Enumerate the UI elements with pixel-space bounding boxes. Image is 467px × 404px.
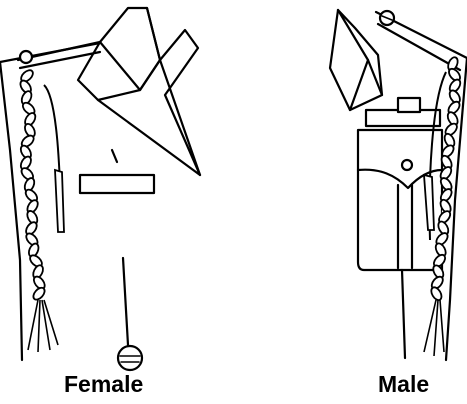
male-collar bbox=[338, 10, 382, 110]
male-aiguillette bbox=[424, 56, 462, 356]
female-pocket-dart bbox=[112, 150, 117, 162]
female-lapel-inner bbox=[78, 42, 100, 100]
female-aiguillette-tassel bbox=[28, 300, 58, 352]
female-center-line bbox=[123, 258, 128, 345]
female-lapel bbox=[98, 8, 200, 175]
female-sleeve bbox=[0, 62, 22, 360]
female-front-seam bbox=[160, 60, 200, 175]
female-nameplate bbox=[80, 175, 154, 193]
male-front-line bbox=[402, 270, 405, 358]
male-aiguillette-tassel bbox=[424, 300, 444, 356]
female-epaulet-button bbox=[20, 51, 32, 63]
male-braid-link bbox=[429, 286, 443, 302]
female-label: Female bbox=[64, 370, 143, 398]
male-pocket-flap-button-tab bbox=[398, 98, 420, 112]
male-label: Male bbox=[378, 370, 429, 398]
female-aiguillette-tip bbox=[55, 170, 64, 232]
female-braid-link bbox=[31, 286, 47, 302]
male-pocket-button bbox=[402, 160, 412, 170]
female-button bbox=[118, 346, 142, 370]
female-aiguillette bbox=[18, 68, 64, 352]
